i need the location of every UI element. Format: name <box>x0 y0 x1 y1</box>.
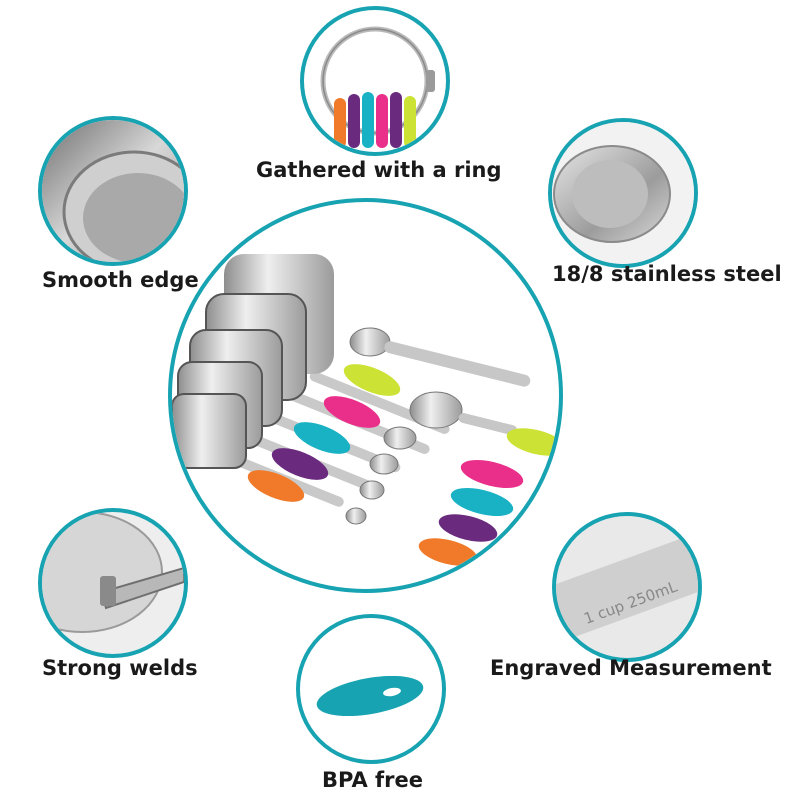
silicone-handle-image <box>316 675 424 717</box>
engraving-image: 1 cup 250mL <box>556 527 698 646</box>
smooth-edge-image <box>42 120 184 262</box>
weld-image <box>42 512 184 633</box>
ring-image <box>320 26 435 148</box>
product-photo-circle <box>168 198 563 593</box>
engraved-measurement-photo-circle: 1 cup 250mL <box>552 512 702 662</box>
bpa-free-photo-circle <box>296 614 446 764</box>
stainless-steel-photo-circle <box>548 118 698 268</box>
measuring-set-image <box>172 254 559 566</box>
feature-label-bpa: BPA free <box>322 768 424 792</box>
feature-label-steel: 18/8 stainless steel <box>552 262 782 286</box>
measuring-cups <box>172 254 450 507</box>
stainless-steel-image <box>552 122 694 264</box>
feature-label-edge: Smooth edge <box>42 268 199 292</box>
feature-label-ring: Gathered with a ring <box>256 158 502 182</box>
ring-photo-circle <box>300 6 450 156</box>
measuring-spoons <box>345 327 559 566</box>
smooth-edge-photo-circle <box>38 116 188 266</box>
strong-welds-photo-circle <box>38 508 188 658</box>
feature-label-welds: Strong welds <box>42 656 198 680</box>
feature-label-measurement: Engraved Measurement <box>490 656 772 680</box>
